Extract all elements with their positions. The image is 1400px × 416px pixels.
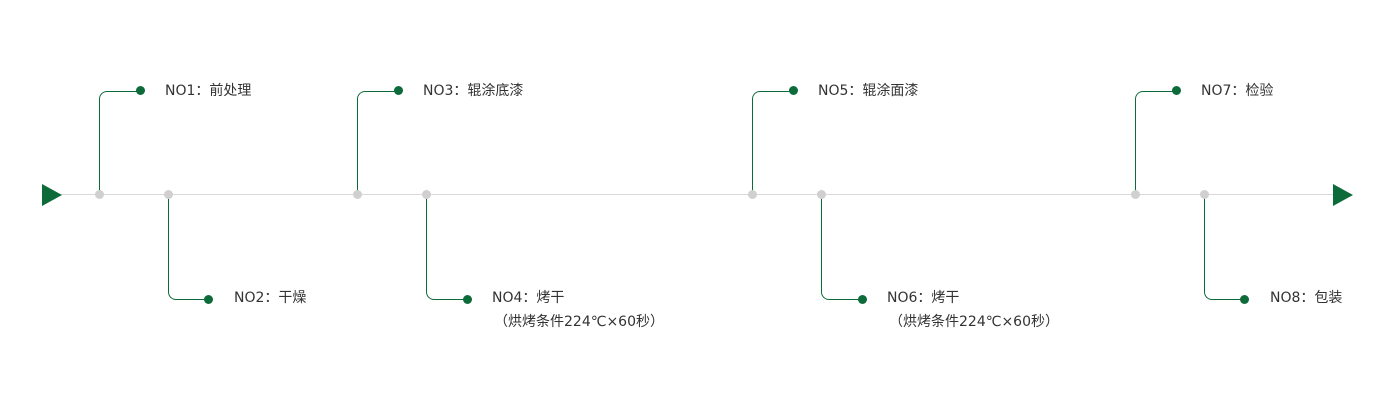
step-4-connector (426, 195, 467, 300)
step-2-node (164, 190, 173, 199)
step-3-marker (394, 86, 403, 95)
timeline-end-arrow-icon (1333, 184, 1353, 206)
step-7-connector (1135, 91, 1176, 195)
step-3-connector (357, 91, 398, 195)
step-6-marker (858, 295, 867, 304)
timeline-start-arrow-icon (42, 184, 62, 206)
step-1-node (95, 190, 104, 199)
step-4-node (422, 190, 431, 199)
step-3-node (353, 190, 362, 199)
step-7-marker (1172, 86, 1181, 95)
step-3-label: NO3：辊涂底漆 (423, 83, 524, 99)
step-6-node (817, 190, 826, 199)
step-7-node (1131, 190, 1140, 199)
timeline-axis (56, 194, 1346, 195)
step-2-marker (204, 295, 213, 304)
step-7-label: NO7：检验 (1201, 83, 1274, 99)
step-6-note: （烘烤条件224℃×60秒） (889, 314, 1059, 330)
step-1-marker (136, 86, 145, 95)
step-1-connector (99, 91, 140, 195)
step-4-note: （烘烤条件224℃×60秒） (494, 314, 664, 330)
step-8-node (1200, 190, 1209, 199)
step-5-marker (789, 86, 798, 95)
step-6-label: NO6：烤干 (887, 290, 960, 306)
step-5-node (748, 190, 757, 199)
step-2-connector (168, 195, 208, 300)
step-8-label: NO8：包装 (1270, 290, 1343, 306)
step-5-label: NO5：辊涂面漆 (818, 83, 919, 99)
step-2-label: NO2：干燥 (234, 290, 307, 306)
step-1-label: NO1：前处理 (165, 83, 252, 99)
step-5-connector (752, 91, 793, 195)
step-4-label: NO4：烤干 (492, 290, 565, 306)
step-8-marker (1240, 295, 1249, 304)
step-8-connector (1204, 195, 1244, 300)
step-4-marker (463, 295, 472, 304)
step-6-connector (821, 195, 862, 300)
